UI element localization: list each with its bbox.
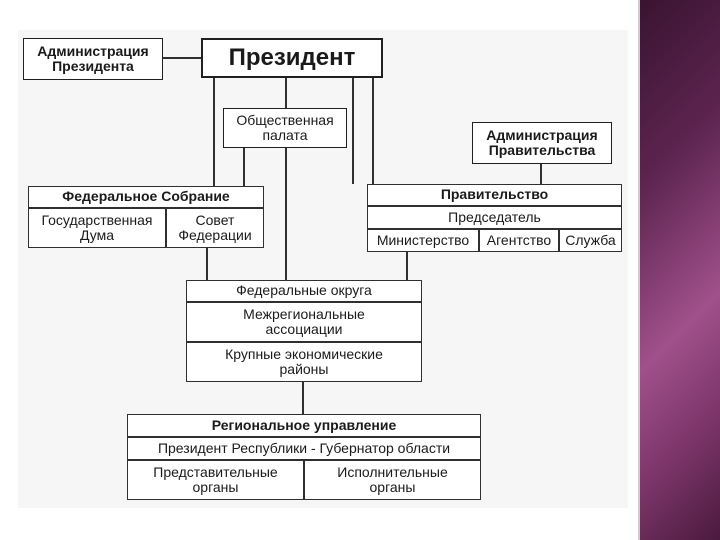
state-duma-cell: Государственная Дума <box>28 208 166 248</box>
federal-assembly-title: Федеральное Собрание <box>28 186 264 208</box>
executive-organs-cell: Исполнительные органы <box>304 460 481 500</box>
connector-president-districts <box>285 148 287 280</box>
president-box: Президент <box>201 38 383 78</box>
chairman-cell: Председатель <box>367 206 622 229</box>
federal-districts-cell: Федеральные округа <box>186 280 422 302</box>
agency-cell: Агентство <box>479 229 559 252</box>
connector-president-left <box>213 78 215 186</box>
connector-districts-regional <box>302 382 304 414</box>
connector-admin-government <box>540 164 542 184</box>
connector-chamber-assembly <box>243 148 245 186</box>
economic-regions-cell: Крупные экономические районы <box>186 342 422 382</box>
regional-head-cell: Президент Республики - Губернатор област… <box>127 437 481 460</box>
connector-assembly-districts <box>206 248 208 280</box>
regional-management-title: Региональное управление <box>127 414 481 437</box>
government-title: Правительство <box>367 184 622 206</box>
federation-council-cell: Совет Федерации <box>166 208 264 248</box>
decorative-side-panel <box>640 0 720 540</box>
public-chamber-box: Общественная палата <box>223 108 347 148</box>
connector-admin-president <box>163 57 201 59</box>
representative-organs-cell: Представительные органы <box>127 460 304 500</box>
connector-president-chamber <box>285 78 287 108</box>
connector-president-government-b <box>372 78 374 184</box>
interregional-associations-cell: Межрегиональные ассоциации <box>186 302 422 342</box>
connector-government-districts <box>406 252 408 280</box>
admin-government-box: Администрация Правительства <box>472 122 612 164</box>
admin-president-box: Администрация Президента <box>23 38 163 80</box>
ministry-cell: Министерство <box>367 229 479 252</box>
connector-president-government-a <box>352 78 354 184</box>
service-cell: Служба <box>559 229 622 252</box>
